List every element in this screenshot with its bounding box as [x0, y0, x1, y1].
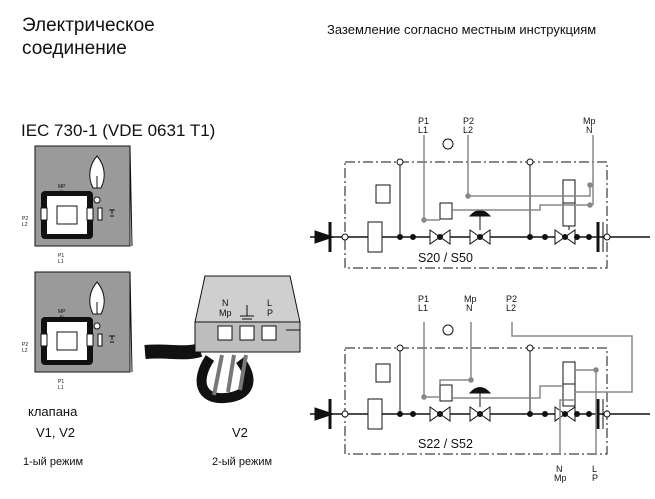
- device1-p1: P1: [58, 253, 64, 259]
- bottom-n: N: [466, 303, 473, 313]
- device2-p1: P1: [58, 379, 64, 385]
- bottom-p2: P2: [506, 294, 517, 304]
- top-n: N: [586, 125, 593, 135]
- bottom-p-lower: P: [592, 473, 598, 483]
- device1-p2: P2: [22, 216, 28, 222]
- top-l1: L1: [418, 125, 428, 135]
- device1-n: N: [60, 190, 64, 196]
- bottom-mp: Mp: [464, 294, 477, 304]
- device2-p2: P2: [22, 342, 28, 348]
- schematic-top: [310, 138, 650, 269]
- bottom-l1: L1: [418, 303, 428, 313]
- wiring-bottom: [421, 322, 633, 455]
- device-unit-2: [34, 271, 133, 373]
- plug-p-label: P: [267, 308, 273, 318]
- device2-l1: L1: [58, 385, 64, 391]
- bottom-p1: P1: [418, 294, 429, 304]
- plug-connector: [144, 275, 301, 404]
- plug-n-label: N: [222, 298, 229, 308]
- device2-mp: MP: [58, 309, 66, 315]
- top-l2: L2: [463, 125, 473, 135]
- plug-mp-label: Mp: [219, 308, 232, 318]
- device1-l1: L1: [58, 259, 64, 265]
- device2-n: N: [60, 315, 64, 321]
- v2-label: V2: [232, 425, 248, 440]
- mode1-label: 1-ый режим: [23, 456, 84, 468]
- device-unit-1: [34, 145, 133, 247]
- plug-l-label: L: [267, 298, 272, 308]
- grounding-note: Заземление согласно местным инструкциям: [327, 22, 597, 37]
- bottom-l-lower: L: [592, 464, 597, 474]
- top-p1: P1: [418, 116, 429, 126]
- top-model-label: S20 / S50: [418, 251, 473, 265]
- mode2-label: 2-ый режим: [212, 456, 273, 468]
- valves-ids: V1, V2: [36, 425, 76, 440]
- bottom-model-label: S22 / S52: [418, 437, 473, 451]
- wiring-top: [421, 135, 594, 223]
- device1-l2: L2: [22, 222, 28, 228]
- device1-mp: MP: [58, 184, 66, 190]
- schematic-bottom: [310, 324, 650, 455]
- top-mp: Mp: [583, 116, 596, 126]
- standard-label: IEC 730-1 (VDE 0631 T1): [21, 121, 216, 140]
- top-p2: P2: [463, 116, 474, 126]
- valves-label: клапана: [28, 404, 78, 419]
- bottom-mp-lower: Mp: [554, 473, 567, 483]
- bottom-l2: L2: [506, 303, 516, 313]
- page-title: Электрическое соединение: [22, 15, 155, 59]
- bottom-n-lower: N: [556, 464, 563, 474]
- device2-l2: L2: [22, 348, 28, 354]
